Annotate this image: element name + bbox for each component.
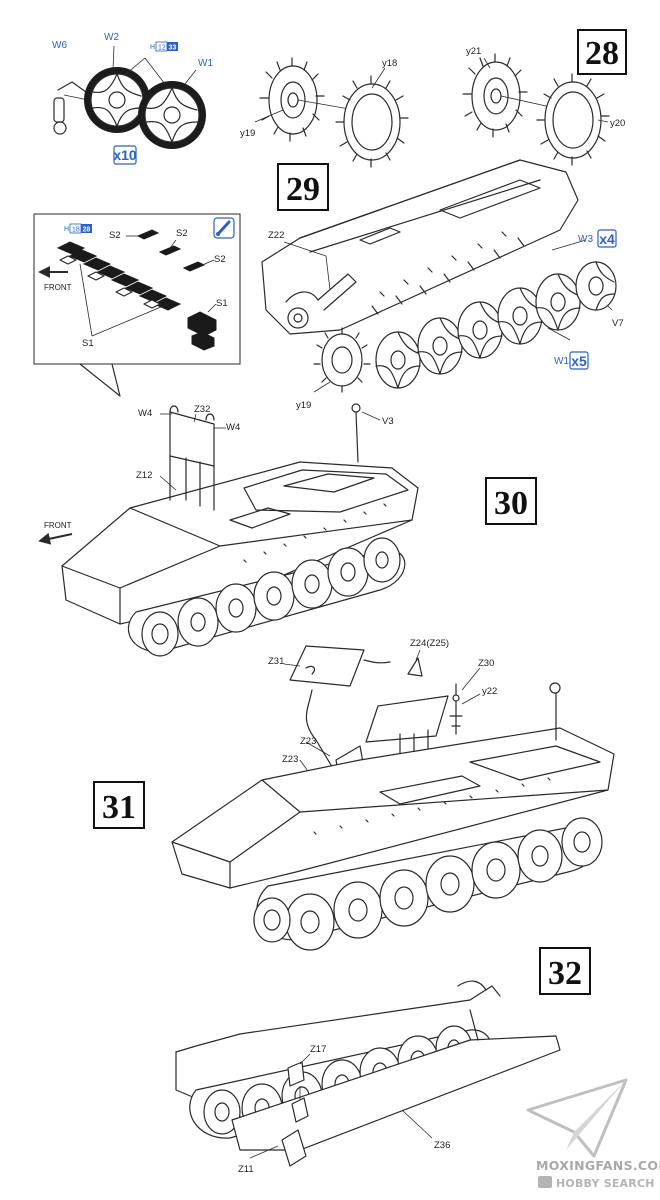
ref-sheet-2: 18	[72, 227, 80, 234]
label-w1-step29: W1	[554, 356, 569, 367]
step-30-number: 30	[494, 485, 528, 522]
road-wheel	[375, 331, 421, 389]
label-w1: W1	[198, 58, 213, 69]
label-z11: Z11	[238, 1164, 254, 1175]
label-w2: W2	[104, 32, 119, 43]
label-z24-z25: Z24(Z25)	[410, 638, 449, 649]
road-wheel	[457, 301, 503, 359]
label-w4-b: W4	[226, 422, 240, 433]
label-s2-a: S2	[109, 230, 121, 241]
label-s2-b: S2	[176, 228, 188, 239]
svg-text:x5: x5	[571, 353, 587, 369]
step-29-box: 29	[277, 163, 329, 211]
road-wheels-step31	[253, 817, 603, 951]
track-links	[56, 241, 217, 351]
road-wheel-assembly	[53, 45, 206, 149]
label-v7: V7	[612, 318, 624, 329]
road-wheel	[535, 273, 581, 331]
step-28-number: 28	[585, 35, 619, 72]
road-wheels-step30	[141, 537, 401, 657]
step-32-group: 32 Z17 Z	[175, 947, 591, 1175]
quantity-badge-w3: x4	[597, 229, 617, 248]
hull-step32	[175, 980, 561, 1167]
label-y19-step29: y19	[296, 400, 311, 411]
label-z23-a: Z23	[300, 736, 316, 747]
label-front-step30: FRONT	[44, 521, 72, 530]
label-z32: Z32	[194, 404, 210, 415]
step-29-number: 29	[286, 171, 320, 208]
label-z30: Z30	[478, 658, 494, 669]
step-31-box: 31	[93, 781, 145, 829]
label-y18: y18	[382, 58, 397, 69]
step-31-group: 31 Z24(Z25) Z31 Z30 y22 Z23 Z23	[93, 638, 615, 951]
watermark-line1: MOXINGFANS.COM	[536, 1158, 660, 1173]
label-z36: Z36	[434, 1140, 450, 1151]
label-z17: Z17	[310, 1044, 326, 1055]
ref-page: 33	[169, 45, 177, 52]
ref-letter-2: H	[64, 226, 69, 233]
label-y21: y21	[466, 46, 481, 57]
return-roller	[575, 261, 617, 311]
hobby-search-logo	[538, 1176, 552, 1188]
paper-plane-logo	[526, 1078, 628, 1158]
road-wheel	[497, 287, 543, 345]
track-detail-inset	[33, 213, 241, 397]
step-29-group: 29 S2 S2 S2 S1 S1 FRONT	[33, 159, 624, 411]
ref-sheet: 12	[158, 45, 166, 52]
label-z22: Z22	[268, 230, 284, 241]
label-s1-b: S1	[82, 338, 94, 349]
hull-step30	[38, 461, 419, 657]
ref-page-2: 28	[83, 227, 91, 234]
sprocket-assembly-left	[254, 57, 409, 168]
label-front-inset: FRONT	[44, 283, 72, 292]
part-ref-h18: H 18 28	[64, 223, 92, 234]
hull-step31	[171, 682, 615, 951]
step-28-box: 28	[577, 29, 627, 75]
label-w4-a: W4	[138, 408, 152, 419]
shield-parts-step30	[159, 403, 381, 511]
quantity-badge-w1: x5	[569, 351, 589, 370]
ref-letter: H	[150, 44, 155, 51]
step-30-group: 30 FR	[38, 403, 537, 657]
step-31-number: 31	[102, 789, 136, 826]
step-28-group: 28 W6 W2 W1 H	[52, 29, 627, 168]
label-z23-b: Z23	[282, 754, 298, 765]
label-s1-a: S1	[216, 298, 228, 309]
step-32-number: 32	[548, 955, 582, 992]
road-wheels-step29	[313, 261, 617, 393]
svg-text:x10: x10	[113, 147, 137, 163]
label-y22: y22	[482, 686, 497, 697]
label-v3: V3	[382, 416, 394, 427]
label-w3: W3	[578, 234, 593, 245]
step-32-box: 32	[539, 947, 591, 995]
sprocket-assembly-right	[462, 53, 610, 166]
label-z12: Z12	[136, 470, 152, 481]
watermark: MOXINGFANS.COM HOBBY SEARCH	[526, 1078, 660, 1190]
label-z31: Z31	[268, 656, 284, 667]
hull-side-step29	[261, 159, 613, 335]
label-y20: y20	[610, 118, 625, 129]
watermark-line2: HOBBY SEARCH	[556, 1177, 655, 1190]
label-s2-c: S2	[214, 254, 226, 265]
svg-text:x4: x4	[599, 231, 615, 247]
glue-icon	[213, 217, 235, 239]
idler-wheel	[313, 327, 371, 393]
label-w6: W6	[52, 40, 67, 51]
step-30-box: 30	[485, 477, 537, 525]
part-ref-h12: H 12 33	[150, 41, 178, 52]
label-y19-top: y19	[240, 128, 255, 139]
quantity-badge-wheels: x10	[113, 145, 137, 165]
road-wheel	[417, 317, 463, 375]
